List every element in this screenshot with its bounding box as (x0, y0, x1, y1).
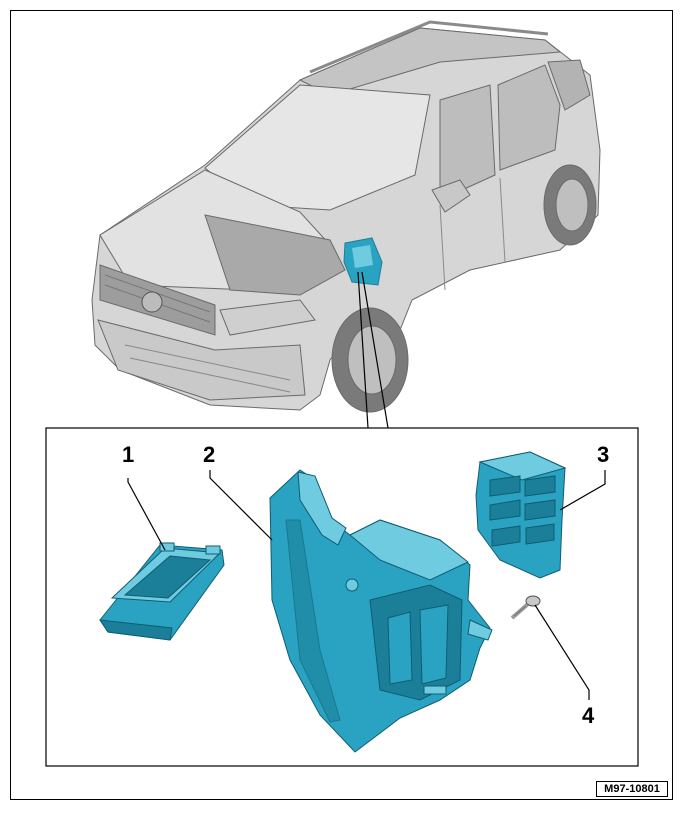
callout-1-leader (127, 478, 166, 551)
callout-4-leader (534, 604, 590, 700)
callout-2-leader (209, 470, 273, 541)
leader-line-left (357, 271, 369, 429)
callout-2: 2 (203, 442, 216, 467)
component-3-fuse-holder (475, 451, 567, 579)
component-1-relay-carrier (98, 542, 225, 641)
leader-line-right (361, 271, 389, 429)
component-4-screw (510, 595, 541, 620)
vehicle-illustration (91, 20, 601, 413)
callout-3-leader (559, 470, 606, 511)
callout-3: 3 (597, 442, 610, 467)
component-2-bracket (269, 469, 493, 753)
component-location-highlight (343, 237, 383, 286)
callout-1: 1 (122, 442, 135, 467)
figure-frame (10, 10, 673, 800)
figure-reference-code: M97-10801 (596, 781, 668, 797)
callout-4: 4 (582, 703, 595, 728)
